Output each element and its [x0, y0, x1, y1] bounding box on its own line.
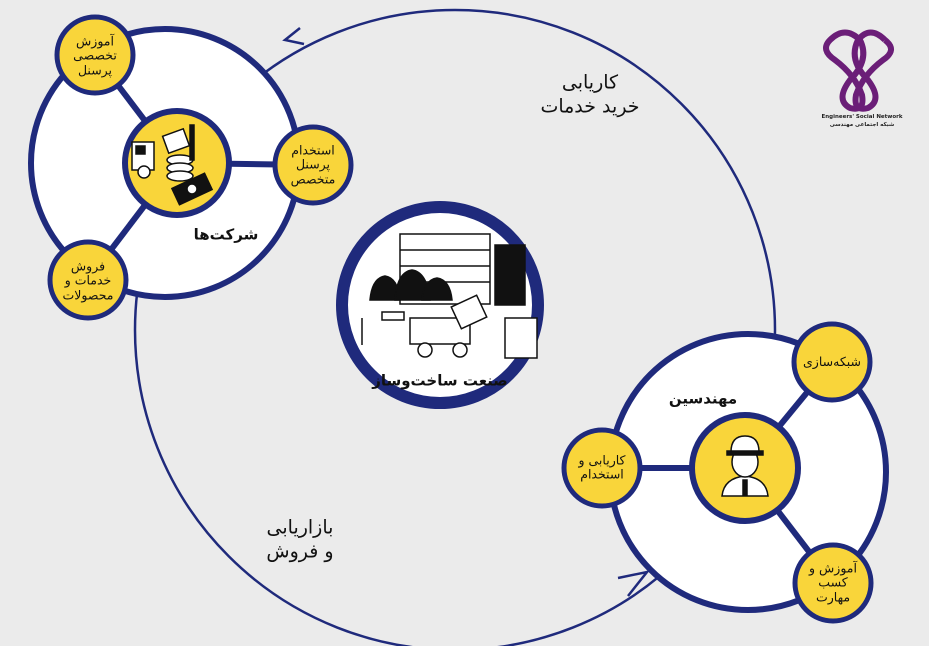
engineers-node-jobs: کاریابی و استخدام	[578, 452, 626, 482]
truck-money-icon	[131, 124, 214, 206]
arrow-head-top	[282, 27, 305, 46]
companies-cluster	[28, 14, 354, 321]
logo-text-en: Engineers' Social Network	[821, 114, 903, 120]
flow-label-bottom: بازاریابی و فروش	[266, 516, 334, 562]
engineer-icon	[721, 435, 769, 497]
engineers-node-networking: شبکه‌سازی	[803, 353, 861, 369]
companies-node-sales: فروش خدمات و محصولات	[62, 258, 114, 303]
construction-icon	[361, 233, 538, 359]
companies-node-hiring: استخدام پرسنل متخصص	[290, 142, 336, 187]
engineers-label: مهندسین	[668, 389, 738, 408]
arrow-head-bottom	[617, 570, 651, 597]
engineers-node-skills: آموزش و کسب مهارت	[809, 560, 857, 605]
engineers-cluster	[561, 321, 889, 624]
companies-node-training: آموزش تخصصی پرسنل	[73, 33, 117, 78]
companies-label: شرکت‌ها	[193, 225, 259, 244]
construction-hub	[336, 201, 544, 409]
logo-text-fa: شبکه اجتماعی مهندسی	[829, 122, 895, 128]
center-label: صنعت ساخت‌وساز	[372, 371, 508, 390]
flow-label-top: کاریابی خرید خدمات	[540, 71, 640, 117]
cycle-loop	[133, 8, 777, 646]
logo-mark	[823, 29, 894, 112]
